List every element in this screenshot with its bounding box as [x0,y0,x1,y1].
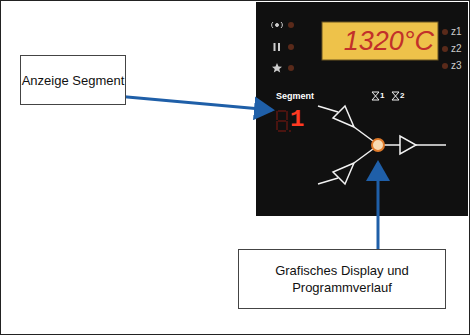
callout-box: Anzeige Segment [20,55,126,105]
zone-label: z1 [451,26,462,38]
timer-number: 2 [400,91,404,101]
temperature-readout: 1320°C [322,22,434,60]
hourglass-symbol [372,92,399,100]
segment-digit: 1 [290,106,304,134]
node-text-group: Anzeige Segment [22,72,125,89]
program-position [372,139,384,151]
timer-number: 1 [380,91,384,101]
panel-label: Segment [276,91,314,102]
program-graphic [318,106,446,184]
callout-text: Anzeige Segment [22,72,125,89]
control-panel [256,2,468,216]
pause-icon [278,43,280,51]
leader-arrow [116,96,272,110]
leader-arrow [377,163,380,249]
callout-text: Grafisches Display und Programmverlauf [239,262,445,296]
status-icons [272,22,283,28]
node-text-group: Grafisches Display und Programmverlauf [239,262,445,296]
zone-label: z3 [451,60,462,72]
zone-label: z2 [451,43,462,55]
yellow-display [322,22,438,60]
led [288,22,448,71]
callout-box: Grafisches Display und Programmverlauf [238,249,446,309]
pause-icon [274,43,276,51]
dim-segment [276,110,291,132]
star-icon [272,63,282,73]
